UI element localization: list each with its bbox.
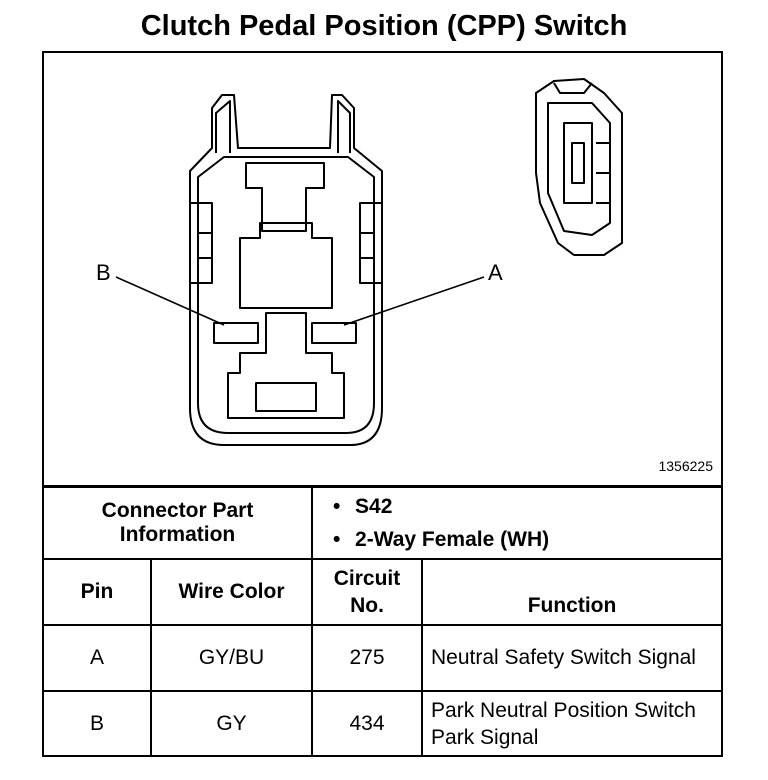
lock-tab <box>255 382 317 412</box>
header-circuit: Circuit No. <box>311 557 424 626</box>
cavity-middle <box>239 222 333 309</box>
connector-figure: B A 1356225 <box>44 53 721 485</box>
rib-left <box>190 202 213 284</box>
pin-cell: B <box>44 689 152 757</box>
circuit-cell: 434 <box>311 689 424 757</box>
header-wire-color: Wire Color <box>149 557 314 626</box>
terminal-a <box>311 322 357 344</box>
latch-right <box>337 100 351 153</box>
function-cell: Park Neutral Position Switch Park Signal <box>421 689 722 757</box>
wire-color-cell: GY <box>149 689 314 757</box>
diagram-frame: B A 1356225 Connector Part Information S… <box>42 51 723 757</box>
connector-type: 2-Way Female (WH) <box>333 523 713 556</box>
cavity-upper <box>245 162 325 232</box>
connector-info-values: S42 2-Way Female (WH) <box>311 485 722 560</box>
function-cell: Neutral Safety Switch Signal <box>421 623 722 692</box>
pinout-table: Connector Part Information S42 2-Way Fem… <box>44 485 722 757</box>
circuit-cell: 275 <box>311 623 424 692</box>
page-title: Clutch Pedal Position (CPP) Switch <box>140 10 628 42</box>
table-header-row: Pin Wire Color Circuit No. Function <box>44 557 722 626</box>
cavity-lower <box>227 312 345 419</box>
leader-a <box>343 276 485 326</box>
header-function: Function <box>421 557 722 626</box>
connector-outer-body <box>189 94 383 446</box>
pin-cell: A <box>44 623 152 692</box>
rib-right <box>359 202 382 284</box>
table-row: B GY 434 Park Neutral Position Switch Pa… <box>44 689 722 757</box>
pin-label-a: A <box>488 260 503 285</box>
connector-drawing <box>115 78 623 446</box>
pin-label-b: B <box>96 260 111 285</box>
table-row: A GY/BU 275 Neutral Safety Switch Signal <box>44 623 722 692</box>
connector-iso-view <box>535 78 623 256</box>
connector-part-number: S42 <box>333 490 713 523</box>
header-pin: Pin <box>44 557 152 626</box>
connector-inner-body <box>197 156 375 434</box>
connector-info-row: Connector Part Information S42 2-Way Fem… <box>44 485 722 560</box>
latch-left <box>215 100 231 153</box>
wire-color-cell: GY/BU <box>149 623 314 692</box>
connector-info-label: Connector Part Information <box>44 485 314 560</box>
terminal-b <box>213 322 259 344</box>
figure-number: 1356225 <box>658 458 713 474</box>
leader-b <box>115 276 225 326</box>
